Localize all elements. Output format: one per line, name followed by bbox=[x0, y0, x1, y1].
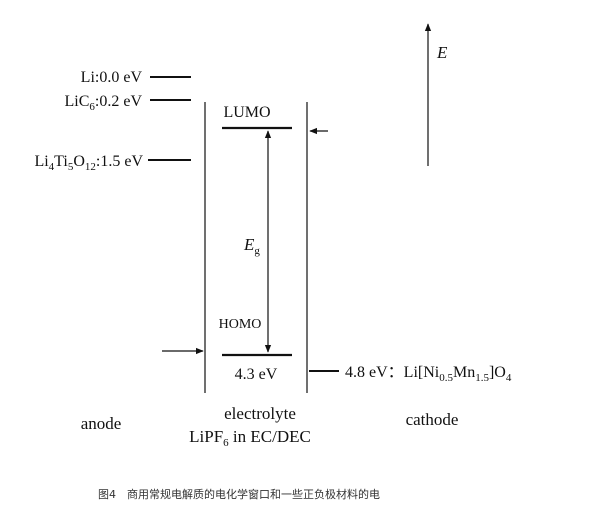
lumo-label: LUMO bbox=[223, 104, 270, 121]
band-gap-label: Eg bbox=[243, 235, 260, 257]
homo-label: HOMO bbox=[219, 317, 262, 332]
cathode-level-label: 4.8 eV：Li[Ni0.5Mn1.5]O4 bbox=[345, 364, 512, 384]
cathode-level: 4.8 eV：Li[Ni0.5Mn1.5]O4 bbox=[309, 364, 512, 384]
li-level-label: Li:0.0 eV bbox=[81, 69, 143, 86]
homo-value-label: 4.3 eV bbox=[235, 366, 278, 383]
electrolyte-window: LUMO Eg HOMO 4.3 eV bbox=[162, 102, 328, 393]
electrolyte-salt-label: LiPF6 in EC/DEC bbox=[189, 427, 311, 449]
anode-levels: Li:0.0 eV LiC6:0.2 eV Li4Ti5O12:1.5 eV bbox=[34, 69, 191, 173]
energy-axis: E bbox=[424, 23, 448, 166]
cathode-region-label: cathode bbox=[406, 410, 459, 429]
figure-caption: 图4 商用常规电解质的电化学窗口和一些正负极材料的电 bbox=[98, 487, 380, 501]
energy-axis-label: E bbox=[436, 43, 448, 62]
lto-level-label: Li4Ti5O12:1.5 eV bbox=[34, 153, 143, 173]
lic6-level-label: LiC6:0.2 eV bbox=[65, 93, 143, 113]
anode-region-label: anode bbox=[81, 414, 122, 433]
electrolyte-region-label: electrolyte bbox=[224, 404, 296, 423]
